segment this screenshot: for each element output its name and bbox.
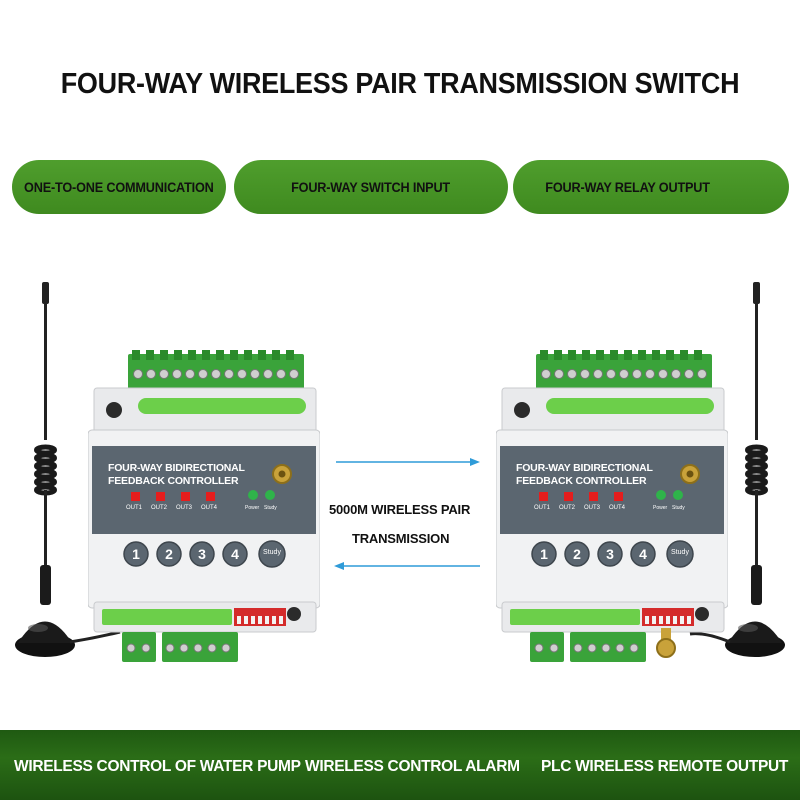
- power-indicator-label: Power: [245, 505, 260, 511]
- wireless-range-label: 5000M WIRELESS PAIR: [329, 502, 471, 517]
- button-2[interactable]: 2: [165, 546, 173, 562]
- arrow-left-icon: [334, 562, 344, 570]
- application-alarm: WIRELESS CONTROL ALARM: [305, 758, 520, 775]
- out-label: OUT2: [559, 505, 576, 511]
- device-body: [88, 350, 320, 662]
- feature-pill-relay-output: FOUR-WAY RELAY OUTPUT: [513, 160, 789, 214]
- device-name-line2: FEEDBACK CONTROLLER: [108, 475, 239, 487]
- feature-pill-label: FOUR-WAY SWITCH INPUT: [291, 179, 451, 195]
- study-indicator-label: Study: [264, 505, 277, 511]
- device-body: [496, 350, 728, 662]
- out-label: OUT4: [201, 505, 218, 511]
- button-3[interactable]: 3: [606, 546, 614, 562]
- button-4[interactable]: 4: [231, 546, 239, 562]
- device-name-line1: FOUR-WAY BIDIRECTIONAL: [516, 462, 653, 474]
- device-name-line2: FEEDBACK CONTROLLER: [516, 475, 647, 487]
- device-name-line1: FOUR-WAY BIDIRECTIONAL: [108, 462, 245, 474]
- application-plc: PLC WIRELESS REMOTE OUTPUT: [541, 758, 789, 775]
- button-2[interactable]: 2: [573, 546, 581, 562]
- controller-device-right: FOUR-WAY BIDIRECTIONAL FEEDBACK CONTROLL…: [496, 350, 728, 666]
- out-label: OUT3: [176, 505, 193, 511]
- out-label: OUT1: [126, 505, 143, 511]
- button-4[interactable]: 4: [639, 546, 647, 562]
- transmission-label: TRANSMISSION: [352, 531, 450, 546]
- out-label: OUT3: [584, 505, 601, 511]
- button-3[interactable]: 3: [198, 546, 206, 562]
- arrow-right-icon: [470, 458, 480, 466]
- feature-pill-switch-input: FOUR-WAY SWITCH INPUT: [234, 160, 508, 214]
- out-label: OUT2: [151, 505, 168, 511]
- controller-device-left: FOUR-WAY BIDIRECTIONAL FEEDBACK CONTROLL…: [88, 350, 320, 666]
- study-button[interactable]: Study: [263, 549, 281, 556]
- feature-pill-communication: ONE-TO-ONE COMMUNICATION: [12, 160, 226, 214]
- button-1[interactable]: 1: [540, 546, 548, 562]
- out-label: OUT1: [534, 505, 551, 511]
- feature-pill-label: ONE-TO-ONE COMMUNICATION: [24, 179, 214, 195]
- page-title: FOUR-WAY WIRELESS PAIR TRANSMISSION SWIT…: [60, 68, 740, 100]
- study-indicator-label: Study: [672, 505, 685, 511]
- application-water-pump: WIRELESS CONTROL OF WATER PUMP: [14, 758, 301, 775]
- power-indicator-label: Power: [653, 505, 668, 511]
- out-label: OUT4: [609, 505, 626, 511]
- button-1[interactable]: 1: [132, 546, 140, 562]
- applications-banner: WIRELESS CONTROL OF WATER PUMP WIRELESS …: [0, 730, 800, 800]
- study-button[interactable]: Study: [671, 549, 689, 556]
- feature-pill-label: FOUR-WAY RELAY OUTPUT: [545, 179, 710, 195]
